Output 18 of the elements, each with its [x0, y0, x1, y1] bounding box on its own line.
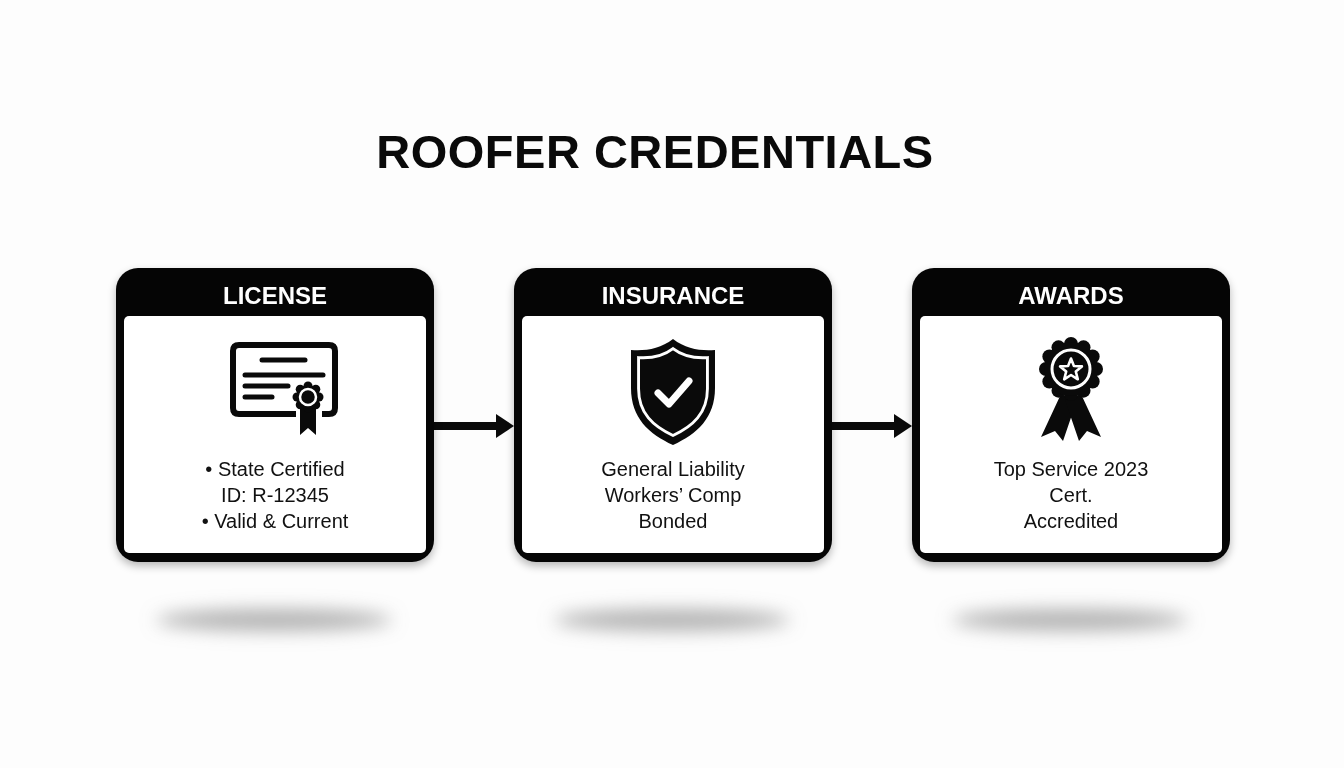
- card-text: General Liability: [601, 457, 745, 482]
- card-text: Bonded: [638, 509, 708, 534]
- credential-card: [912, 268, 1230, 562]
- card-text: ID: R-12345: [221, 483, 329, 508]
- diagram-title: ROOFER CREDENTIALS: [375, 124, 935, 180]
- card-heading: INSURANCE: [600, 281, 746, 311]
- arrow: [434, 414, 514, 438]
- card-text: Cert.: [1049, 483, 1093, 508]
- card-text: Top Service 2023: [993, 457, 1149, 482]
- card-text: • State Certified: [205, 457, 345, 482]
- arrow: [832, 414, 912, 438]
- card-heading: LICENSE: [222, 281, 328, 311]
- card-text: Workers’ Comp: [604, 483, 742, 508]
- credential-card: [514, 268, 832, 562]
- card-text: • Valid & Current: [201, 509, 349, 534]
- card-text: Accredited: [1023, 509, 1119, 534]
- card-heading: AWARDS: [1017, 281, 1125, 311]
- credential-card: [116, 268, 434, 562]
